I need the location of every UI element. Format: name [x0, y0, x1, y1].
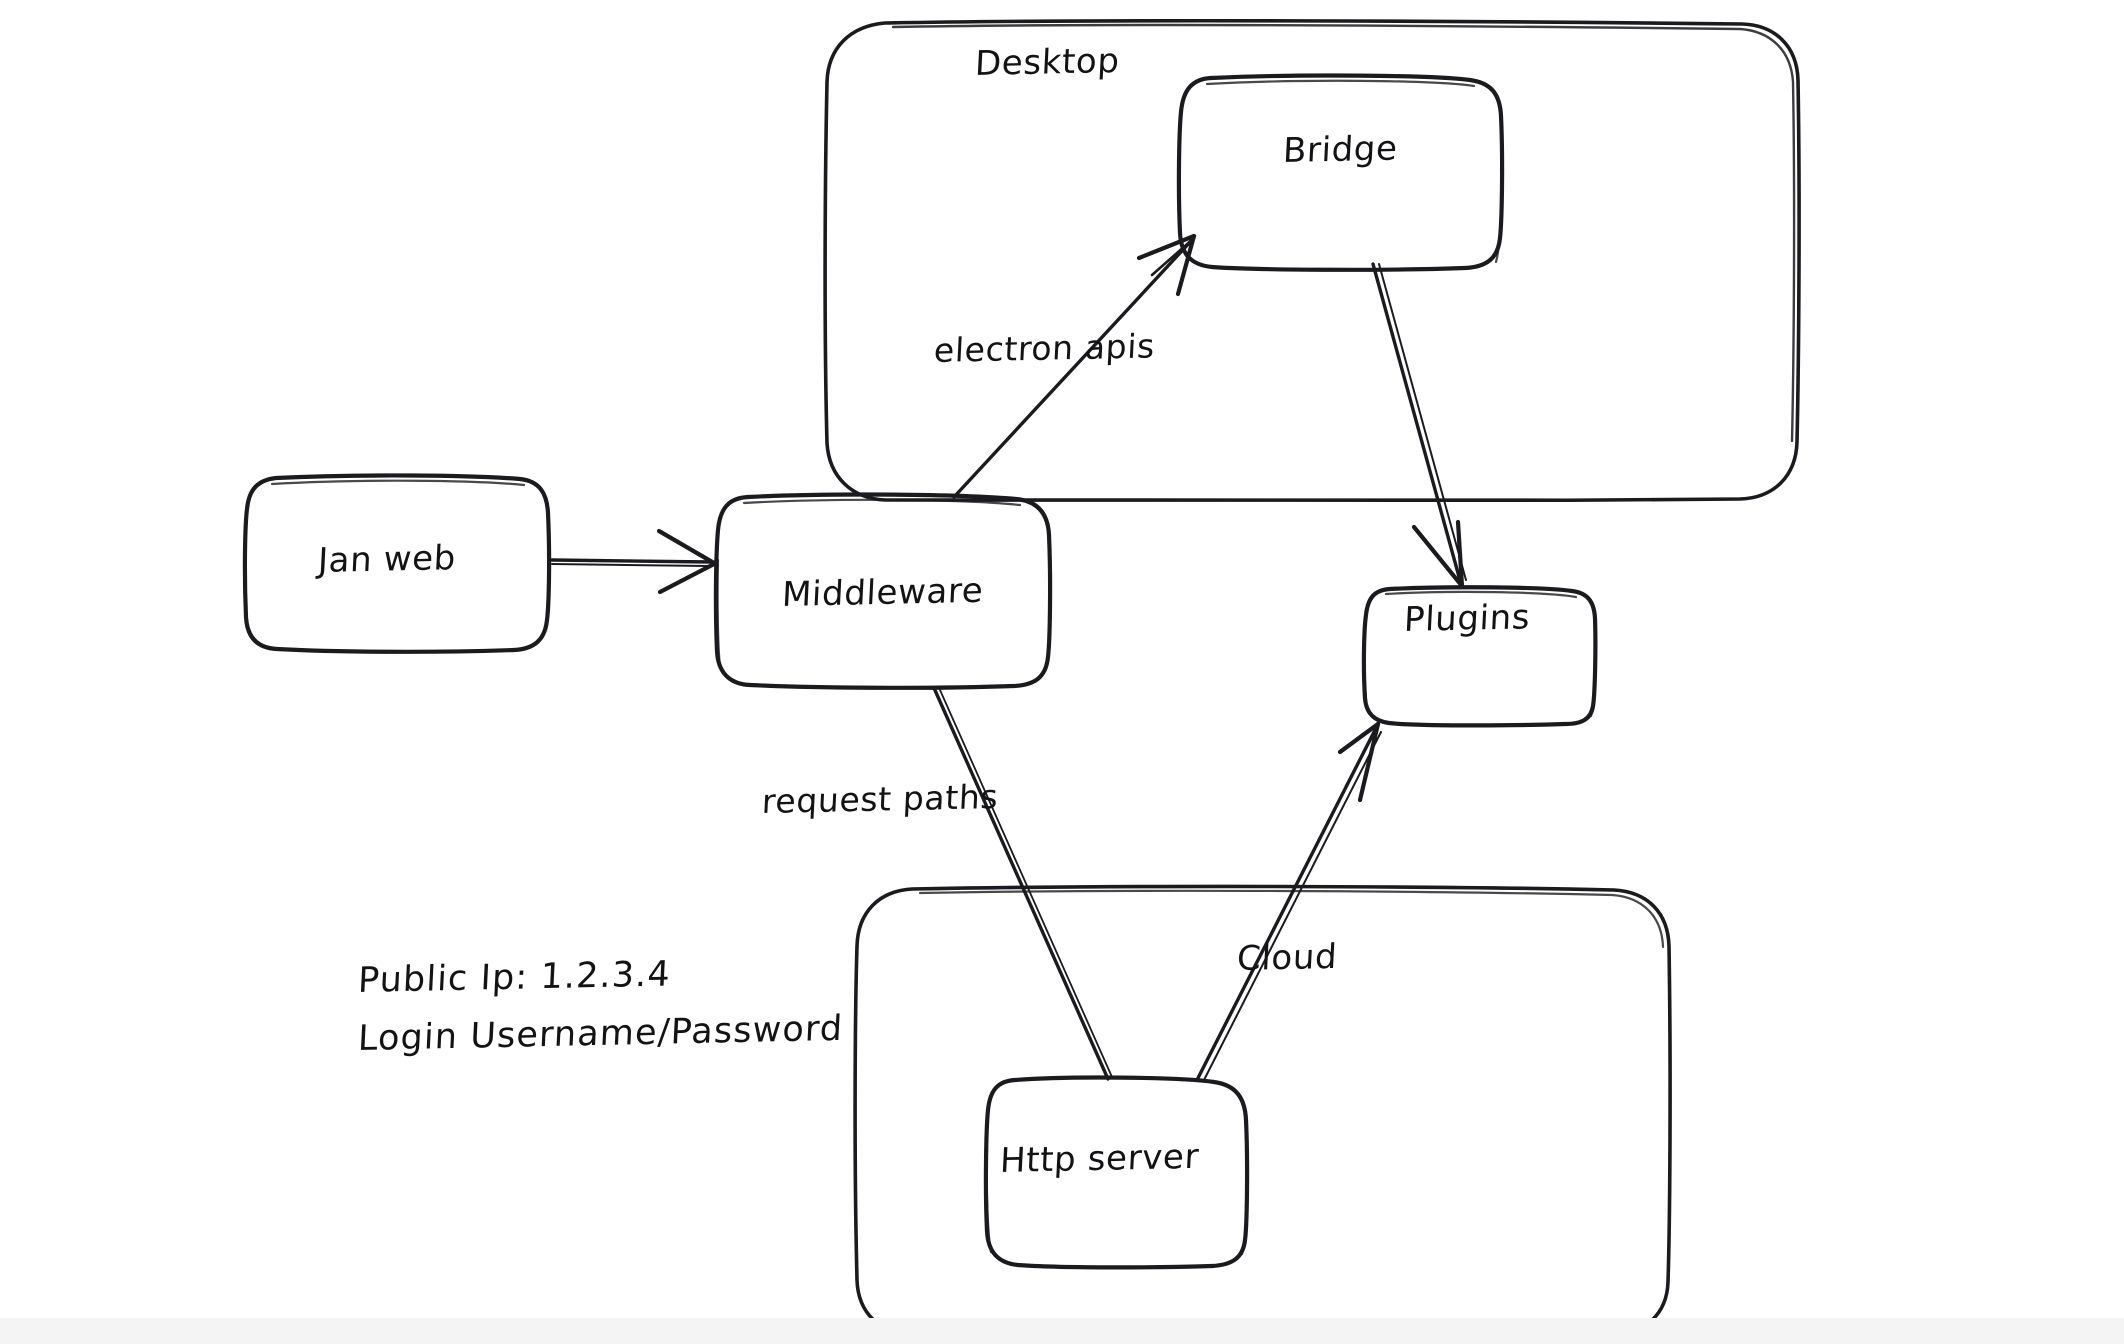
node-label-middleware[interactable]: Middleware — [781, 570, 985, 615]
bottom-strip — [0, 1318, 2124, 1344]
edge-middleware-to-http-server — [932, 686, 1113, 1081]
edge-jan-web-to-middleware — [550, 528, 717, 595]
edge-label-electron-apis: electron apis — [933, 326, 1156, 370]
node-plugins-shape — [1361, 585, 1598, 728]
edge-label-request-paths: request paths — [761, 777, 1000, 821]
node-jan-web-shape — [242, 473, 552, 654]
node-label-jan-web[interactable]: Jan web — [317, 538, 457, 581]
group-desktop-frame — [823, 18, 1801, 503]
node-label-http-server[interactable]: Http server — [999, 1136, 1201, 1181]
group-label-cloud: Cloud — [1236, 936, 1339, 979]
edge-bridge-to-plugins — [1371, 262, 1467, 589]
node-http-server-shape — [983, 1075, 1250, 1270]
node-label-bridge[interactable]: Bridge — [1282, 128, 1399, 171]
node-bridge-shape — [1176, 73, 1505, 272]
edge-middleware-to-bridge — [952, 233, 1197, 499]
note-public-ip: Public Ip: 1.2.3.4 — [357, 954, 672, 1001]
edge-http-server-to-plugins — [1196, 721, 1382, 1081]
node-middleware-shape — [713, 492, 1053, 690]
node-label-plugins[interactable]: Plugins — [1403, 597, 1532, 640]
group-label-desktop: Desktop — [974, 40, 1121, 84]
